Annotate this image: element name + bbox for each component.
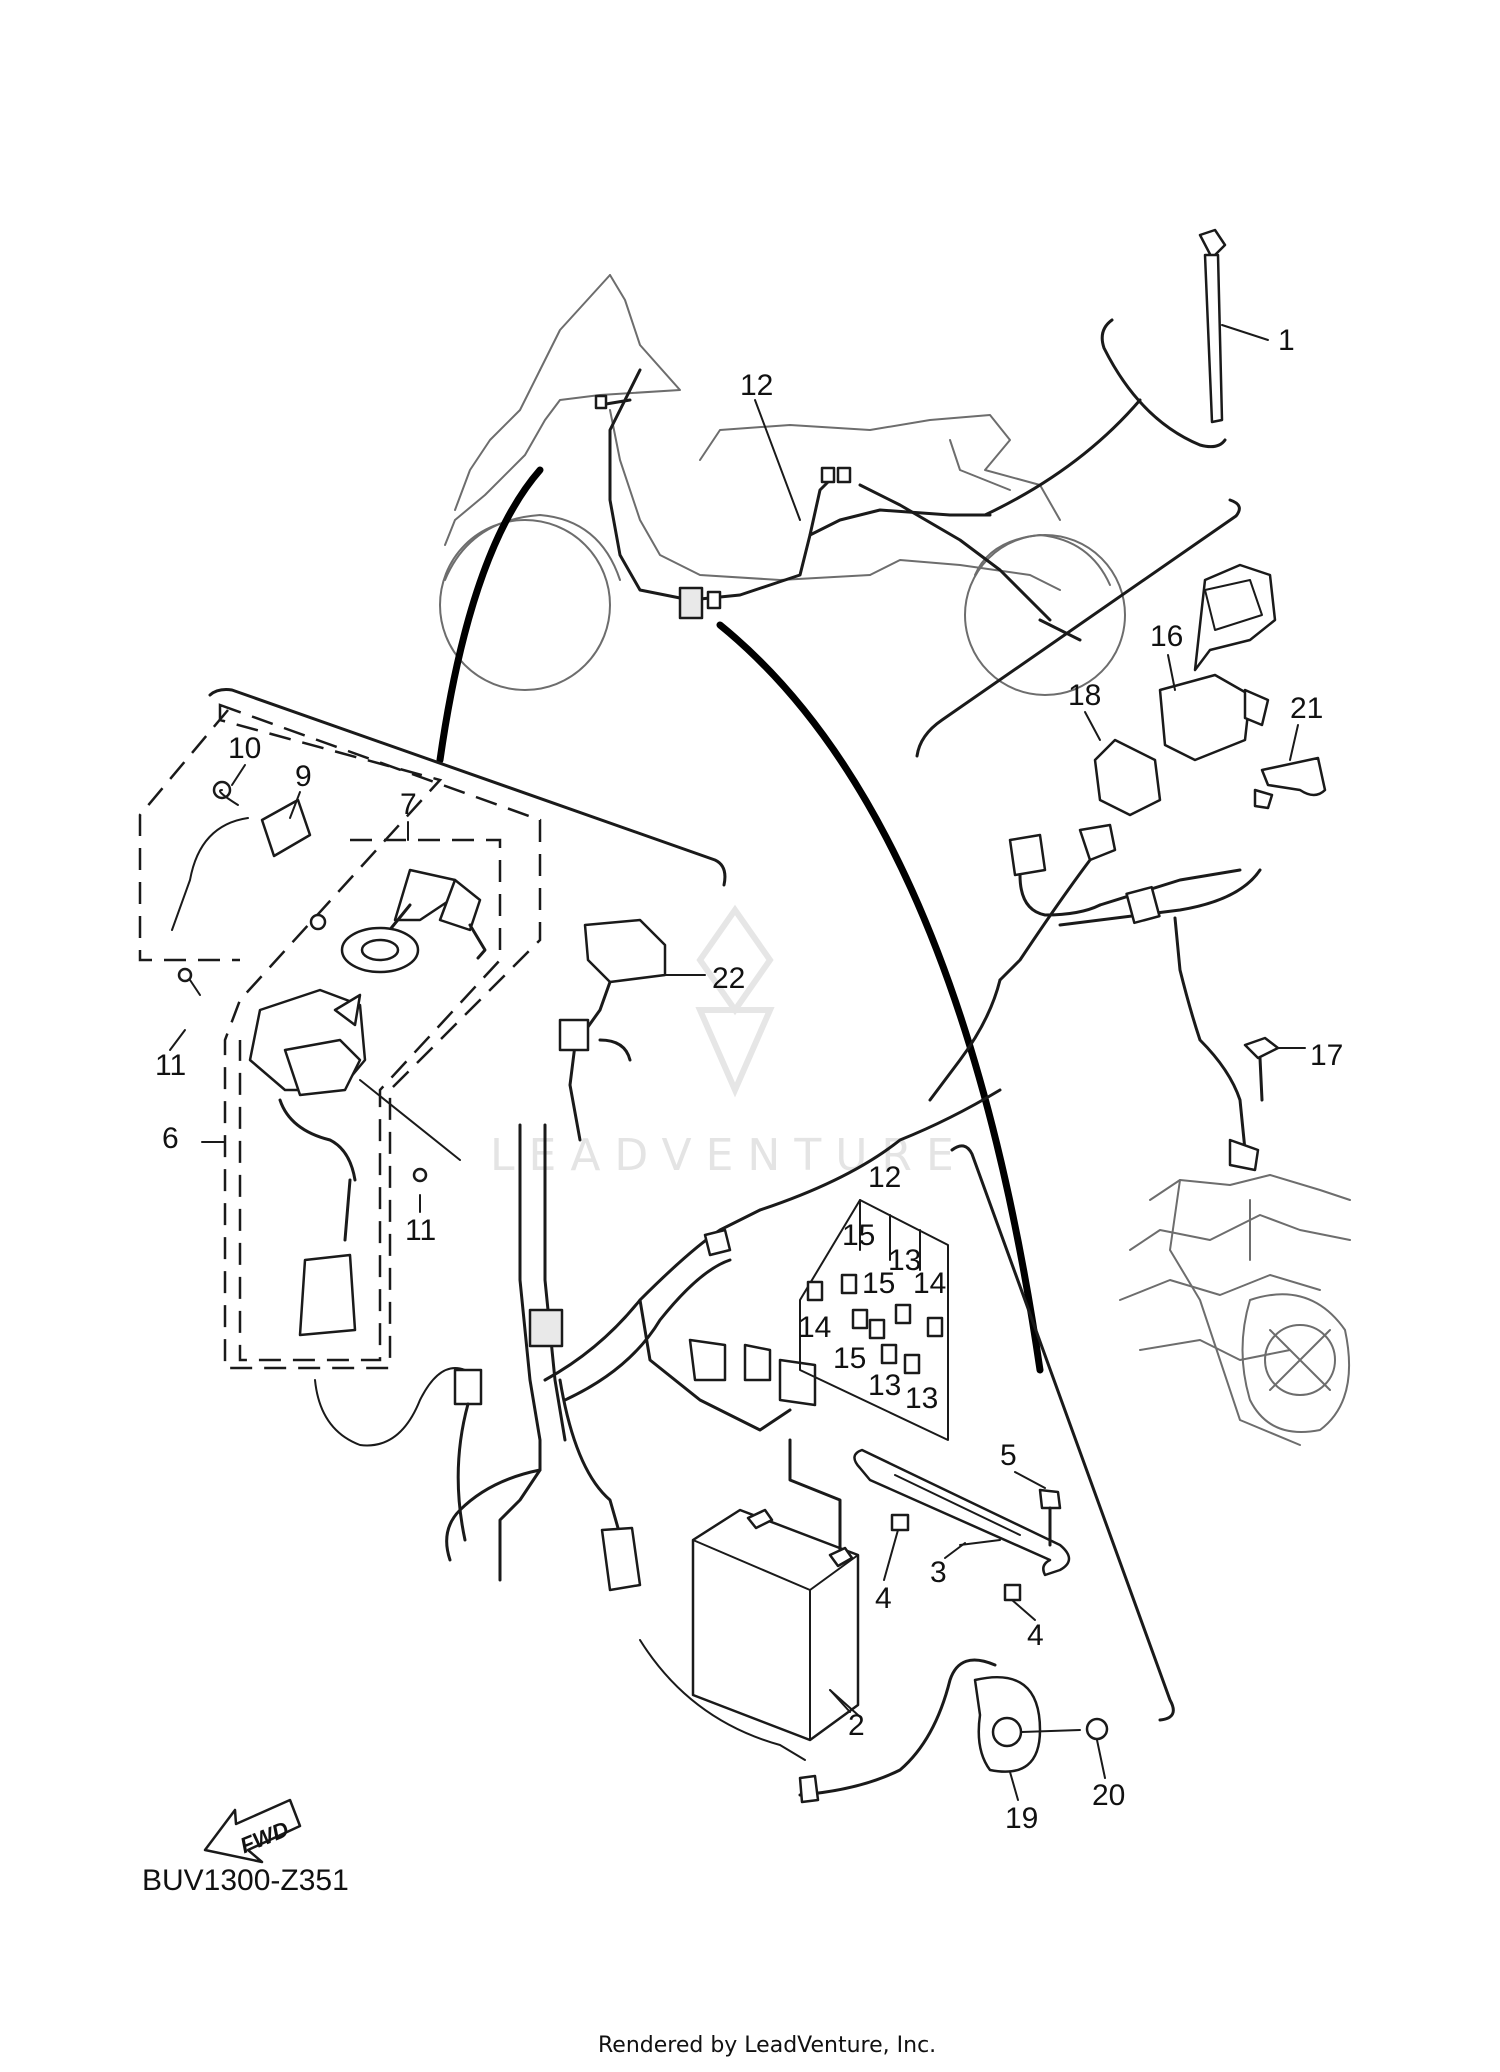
callout-5: 5 [1000,1439,1017,1472]
group-box-6 [138,703,542,1370]
credit-text: Rendered by LeadVenture, Inc. [598,2033,936,2058]
bolt-5 [1038,1488,1062,1547]
bolt-17 [1243,1036,1306,1102]
key-cover-parts [171,780,312,931]
relay-harness [558,918,706,1142]
key-set [386,868,487,960]
callout-19: 19 [1005,1802,1038,1835]
callout-11-right: 11 [405,1214,436,1247]
callout-13-c: 13 [905,1382,938,1415]
callout-13-a: 13 [888,1244,921,1277]
battery [691,1438,860,1742]
callout-11-left: 11 [155,1049,186,1082]
ignition-switch [177,913,461,1337]
callout-2: 2 [848,1709,865,1742]
callout-4-left: 4 [875,1582,892,1615]
horn [798,1658,1109,1804]
callout-10: 10 [228,732,261,765]
leader-lines [436,398,1142,1374]
callout-9: 9 [295,760,312,793]
callout-15-b: 15 [862,1267,895,1300]
callout-leaders [169,399,1299,1801]
main-harness [314,1088,1002,1761]
callout-12-fuse: 12 [868,1161,901,1194]
callouts: 1 12 16 18 21 10 9 7 22 11 17 6 12 11 15… [155,324,1343,1835]
callout-15-c: 15 [833,1342,866,1375]
callout-12-top: 12 [740,369,773,402]
bracket-frames [208,318,1241,1722]
callout-3: 3 [930,1556,947,1589]
callout-4-right: 4 [1027,1619,1044,1652]
callout-14-a: 14 [913,1267,946,1300]
callout-14-b: 14 [798,1311,831,1344]
fuse-group [799,1199,949,1441]
cable-tie [1198,228,1269,424]
callout-15-a: 15 [842,1219,875,1252]
callout-18: 18 [1068,679,1101,712]
callout-16: 16 [1150,620,1183,653]
scooter-harness [594,368,1052,622]
callout-1: 1 [1278,324,1295,357]
callout-17: 17 [1310,1039,1343,1072]
callout-21: 21 [1290,692,1323,725]
battery-band [853,1448,1071,1602]
drawing-code: BUV1300-Z351 [142,1864,349,1897]
callout-6: 6 [162,1122,179,1155]
engine-fragment [1119,1174,1351,1446]
scooter-outline [439,274,1126,696]
callout-7: 7 [400,788,417,821]
callout-22: 22 [712,962,745,995]
rear-harness [928,563,1327,1172]
fwd-arrow: FWD [203,1798,302,1864]
callout-13-b: 13 [868,1369,901,1402]
callout-20: 20 [1092,1779,1125,1812]
